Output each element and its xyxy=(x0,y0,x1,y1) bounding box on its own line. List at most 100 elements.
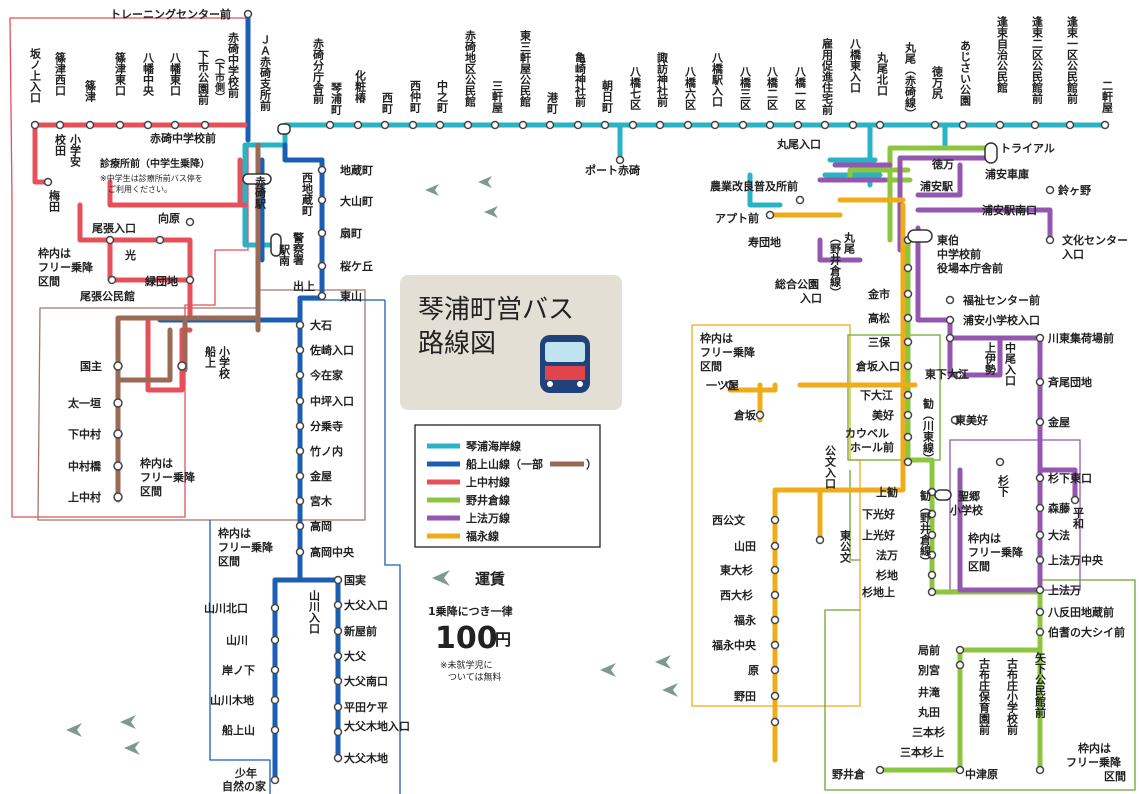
stop-marker xyxy=(875,120,885,130)
stop-label: 高松 xyxy=(868,311,890,325)
svg-text:フリー乗降: フリー乗降 xyxy=(968,545,1024,559)
stop-marker xyxy=(170,120,180,130)
svg-text:区間: 区間 xyxy=(1104,770,1126,783)
stop-marker xyxy=(945,295,955,305)
svg-text:枠内は: 枠内は xyxy=(1078,741,1111,755)
stop-label: 八橋七区 xyxy=(629,66,643,111)
svg-text:フリー乗降: フリー乗降 xyxy=(218,540,274,554)
stop-label: あじさい公園 xyxy=(959,40,972,107)
bird-icon xyxy=(662,683,678,697)
station-pill xyxy=(277,123,291,135)
route-kotoura-kaigan xyxy=(242,122,1108,248)
stop-label: 杉地 xyxy=(876,568,898,582)
route-kaminakamura xyxy=(32,122,248,393)
stop-label: 上光好 xyxy=(862,528,895,542)
stop-label: （下市側） xyxy=(213,52,226,102)
stop-label: 文化センター xyxy=(1062,233,1128,247)
stop-label: 新屋前 xyxy=(344,624,377,638)
stop-marker xyxy=(333,753,343,763)
stop-label: 丸田 xyxy=(917,705,940,719)
stop-label: 大法 xyxy=(1048,528,1070,542)
stop-marker xyxy=(1035,333,1045,343)
stop-label: 雇用促進住宅前 xyxy=(821,37,835,116)
stop-marker xyxy=(1065,120,1075,130)
stop-marker xyxy=(333,626,343,636)
stop-marker xyxy=(875,765,885,775)
station-pill xyxy=(242,173,272,185)
stop-label: カウベル xyxy=(845,427,889,440)
stop-marker xyxy=(105,235,115,245)
stop-label: 浦安駅 xyxy=(920,179,953,193)
stop-marker xyxy=(1030,120,1040,130)
decorative-birds xyxy=(66,176,678,755)
stop-label: 中尾入口 xyxy=(1004,341,1018,387)
bird-icon xyxy=(124,741,140,755)
stop-marker xyxy=(765,210,775,220)
stop-marker xyxy=(333,676,343,686)
bird-icon xyxy=(432,570,450,586)
stop-marker xyxy=(573,120,583,130)
stop-marker xyxy=(380,120,390,130)
stop-label: 西町 xyxy=(381,92,394,115)
svg-text:フリー乗降: フリー乗降 xyxy=(700,345,756,359)
stop-label: 東大杉 xyxy=(720,563,753,577)
stop-label: トレーニングセンター前 xyxy=(110,7,231,21)
stop-label: 自然の家 xyxy=(222,779,267,793)
stop-marker xyxy=(1035,585,1045,595)
legend-label: 上中村線 xyxy=(466,475,510,489)
stop-marker xyxy=(435,120,445,130)
stop-label: 法万 xyxy=(876,548,898,562)
stop-label: 諏訪神社前 xyxy=(656,51,670,108)
stop-label: 杉地上 xyxy=(862,585,895,599)
stop-label: 古布庄小学校前 xyxy=(1006,657,1020,736)
stop-label: 梅田 xyxy=(48,189,61,213)
stop-label: 宮木 xyxy=(310,494,333,508)
svg-text:区間: 区間 xyxy=(700,360,722,373)
stop-label: 浦安小学校入口 xyxy=(963,313,1040,327)
stop-marker xyxy=(927,587,937,597)
stop-label: 丸尾北口 xyxy=(876,51,890,97)
stop-label: 下大江 xyxy=(860,388,893,402)
stop-marker xyxy=(333,600,343,610)
stop-label: 徳万 xyxy=(931,157,954,171)
stop-label: 扇町 xyxy=(340,226,362,240)
stop-marker xyxy=(113,461,123,471)
stop-label: ＪＡ赤碕支所前 xyxy=(259,33,273,111)
stop-label: 入口 xyxy=(1062,248,1084,261)
stop-label: 倉坂 xyxy=(733,408,757,422)
stop-marker xyxy=(710,120,720,130)
stop-label: 八橋東入口 xyxy=(849,38,863,94)
stop-marker xyxy=(115,120,125,130)
title-panel: 琴浦町営バス 路線図 xyxy=(400,275,622,410)
stop-label: 東伯 xyxy=(937,233,959,247)
stop-marker xyxy=(408,120,418,130)
stop-marker xyxy=(1100,120,1110,130)
stop-label: 国主 xyxy=(80,359,102,373)
stop-label: 公文入口 xyxy=(824,445,837,490)
stop-marker xyxy=(270,725,280,735)
stop-label: 逢束自治公民館 xyxy=(996,15,1010,94)
stop-marker xyxy=(333,727,343,737)
stop-label: 赤碕駅 xyxy=(254,175,268,210)
stop-marker xyxy=(243,9,253,19)
stop-marker xyxy=(820,120,830,130)
stop-marker xyxy=(927,570,937,580)
fare-note: ※未就学児に xyxy=(440,659,493,671)
stop-marker xyxy=(958,120,968,130)
station-pill xyxy=(984,142,998,164)
stop-label: 桜ケ丘 xyxy=(340,259,373,273)
stop-marker xyxy=(155,235,165,245)
stop-marker xyxy=(770,565,780,575)
stop-label: 大石 xyxy=(310,318,332,332)
free-zone-labels: 枠内は フリー乗降 区間 枠内は フリー乗降 区間 枠内は フリー乗降 区間 枠… xyxy=(38,246,1126,783)
stop-marker xyxy=(903,337,913,347)
free-zone-purple xyxy=(949,439,1081,591)
stop-marker xyxy=(295,446,305,456)
bird-icon xyxy=(484,206,498,218)
legend-label: 船上山線（一部 xyxy=(466,457,543,471)
stop-label: 東美好 xyxy=(955,413,988,427)
stop-label: 駅南 xyxy=(278,244,292,267)
stop-label: 野井倉 xyxy=(832,767,866,781)
stop-marker xyxy=(353,120,363,130)
stop-marker xyxy=(903,361,913,371)
